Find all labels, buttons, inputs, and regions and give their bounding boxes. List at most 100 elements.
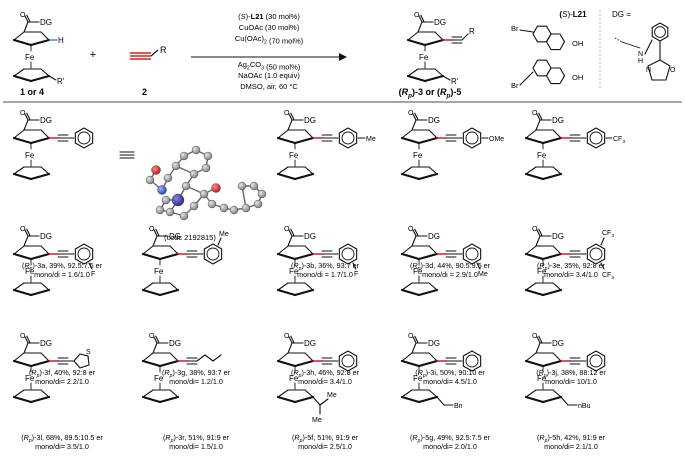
xray-atom (189, 169, 199, 179)
dg-group-label: DG (428, 116, 440, 125)
oxygen-label: O (408, 226, 414, 233)
xray-atom (179, 151, 189, 161)
mono-di-ratio: mono/di = 2.9/1.0 (422, 270, 478, 279)
oxygen-label: O (149, 333, 155, 340)
trifluoromethyl-label: CF3 (602, 230, 614, 239)
butyl-label: nBu (578, 403, 591, 410)
product-label: (Rp)-3d, 44%, 90.5:9.5 er (410, 261, 491, 272)
xray-atom (207, 199, 217, 209)
r-prime-label: R' (57, 77, 65, 86)
oxygen-label: O (532, 110, 538, 117)
bromine-label: Br (511, 24, 519, 33)
iron-label: Fe (25, 267, 35, 276)
iron-label: Fe (537, 267, 547, 276)
methoxy-label: OMe (489, 136, 504, 143)
dg-label: DG = (612, 10, 631, 19)
methyl-label: Me (312, 417, 322, 424)
oxygen-label: O (284, 226, 290, 233)
xray-atom (145, 175, 155, 185)
xray-atom (161, 195, 171, 205)
methyl-label: Me (478, 271, 488, 278)
product-label: (Rp)-3g, 38%, 93:7 er (162, 368, 231, 379)
product-label: (Rp)-3r, 51%, 91:9 er (163, 433, 230, 444)
dg-group-label: DG (428, 339, 440, 348)
oxygen-label: O (408, 333, 414, 340)
mono-di-ratio: mono/di= 2.0/1.0 (423, 442, 477, 451)
dg-group-label: DG (552, 339, 564, 348)
iron-label: Fe (537, 374, 547, 383)
xray-crystal-structure (119, 145, 267, 221)
xray-ccdc-label: (ccdc 2192815) (164, 233, 216, 242)
dg-group-label: DG (304, 116, 316, 125)
xray-atom (181, 181, 191, 191)
nitrogen-label: N (638, 51, 643, 58)
mono-di-ratio: mono/di= 2.1/1.0 (544, 442, 598, 451)
mono-di-ratio: mono/di= 1.2/1.0 (169, 377, 223, 386)
methyl-label: Me (219, 231, 229, 238)
iron-label: Fe (289, 267, 299, 276)
oxygen-label: O (20, 12, 26, 19)
oxygen-label: O (414, 12, 420, 19)
oxygen-label: O (20, 110, 26, 117)
product-structure: O DG Fe OMe (400, 110, 504, 181)
ligand-label: (S)-L21 (559, 10, 587, 19)
reactant2-label: 2 (142, 87, 147, 97)
xray-atom (253, 199, 263, 209)
condition-line: CuOAc (30 mol%) (239, 23, 300, 32)
benzyl-label: Bn (454, 403, 463, 410)
dg-group-label: DG (552, 116, 564, 125)
iron-label: Fe (413, 151, 423, 160)
xray-atom (201, 163, 211, 173)
oxygen-label: O (20, 333, 26, 340)
product-label: (Rp)-3h, 46%, 92:8 er (291, 368, 360, 379)
plus-sign: + (90, 49, 96, 61)
nitrogen-label: N (646, 67, 651, 74)
iron-label: Fe (289, 151, 299, 160)
dg-group-label: DG (40, 116, 52, 125)
condition-line: (S)-L21 (30 mol%) (238, 12, 300, 21)
xray-atom (257, 189, 267, 199)
iron-label: Fe (537, 151, 547, 160)
iron-label: Fe (25, 151, 35, 160)
xray-atom (199, 189, 209, 199)
xray-atom (157, 185, 167, 195)
iron-label: Fe (154, 267, 164, 276)
oxygen-label: O (408, 110, 414, 117)
xray-atom (171, 193, 185, 207)
mono-di-ratio: mono/di= 10/1.0 (545, 377, 597, 386)
xray-atom (229, 205, 239, 215)
substituent-r: R (160, 45, 167, 55)
hydroxyl-label: OH (572, 39, 583, 48)
reaction-conditions: (S)-L21 (30 mol%)CuOAc (30 mol%)Cu(OAc)2… (235, 12, 304, 91)
dg-group-label: DG (428, 232, 440, 241)
xray-atom (237, 181, 247, 191)
condition-line: Ag2CO3 (50 mol%) (238, 60, 301, 71)
xray-atom (241, 203, 251, 213)
xray-atom (191, 145, 201, 155)
dg-group-label: DG (169, 339, 181, 348)
r-prime-label: R' (451, 77, 459, 86)
product-label: (Rp)-3a, 39%, 92.5:7.5 er (22, 261, 103, 272)
product-label: (Rp)-5g, 49%, 92.5:7.5 er (410, 433, 491, 444)
mono-di-ratio: mono/di= 4.5/1.0 (423, 377, 477, 386)
dg-group-label: DG (434, 18, 446, 27)
iron-label: Fe (289, 374, 299, 383)
product-label: (Rp)-3 or (Rp)-5 (399, 87, 462, 100)
iron-label: Fe (413, 374, 423, 383)
xray-atom (163, 173, 173, 183)
trifluoromethyl-label: CF3 (613, 136, 625, 145)
dg-group-label: DG (552, 232, 564, 241)
reactant1-label: 1 or 4 (20, 87, 44, 97)
